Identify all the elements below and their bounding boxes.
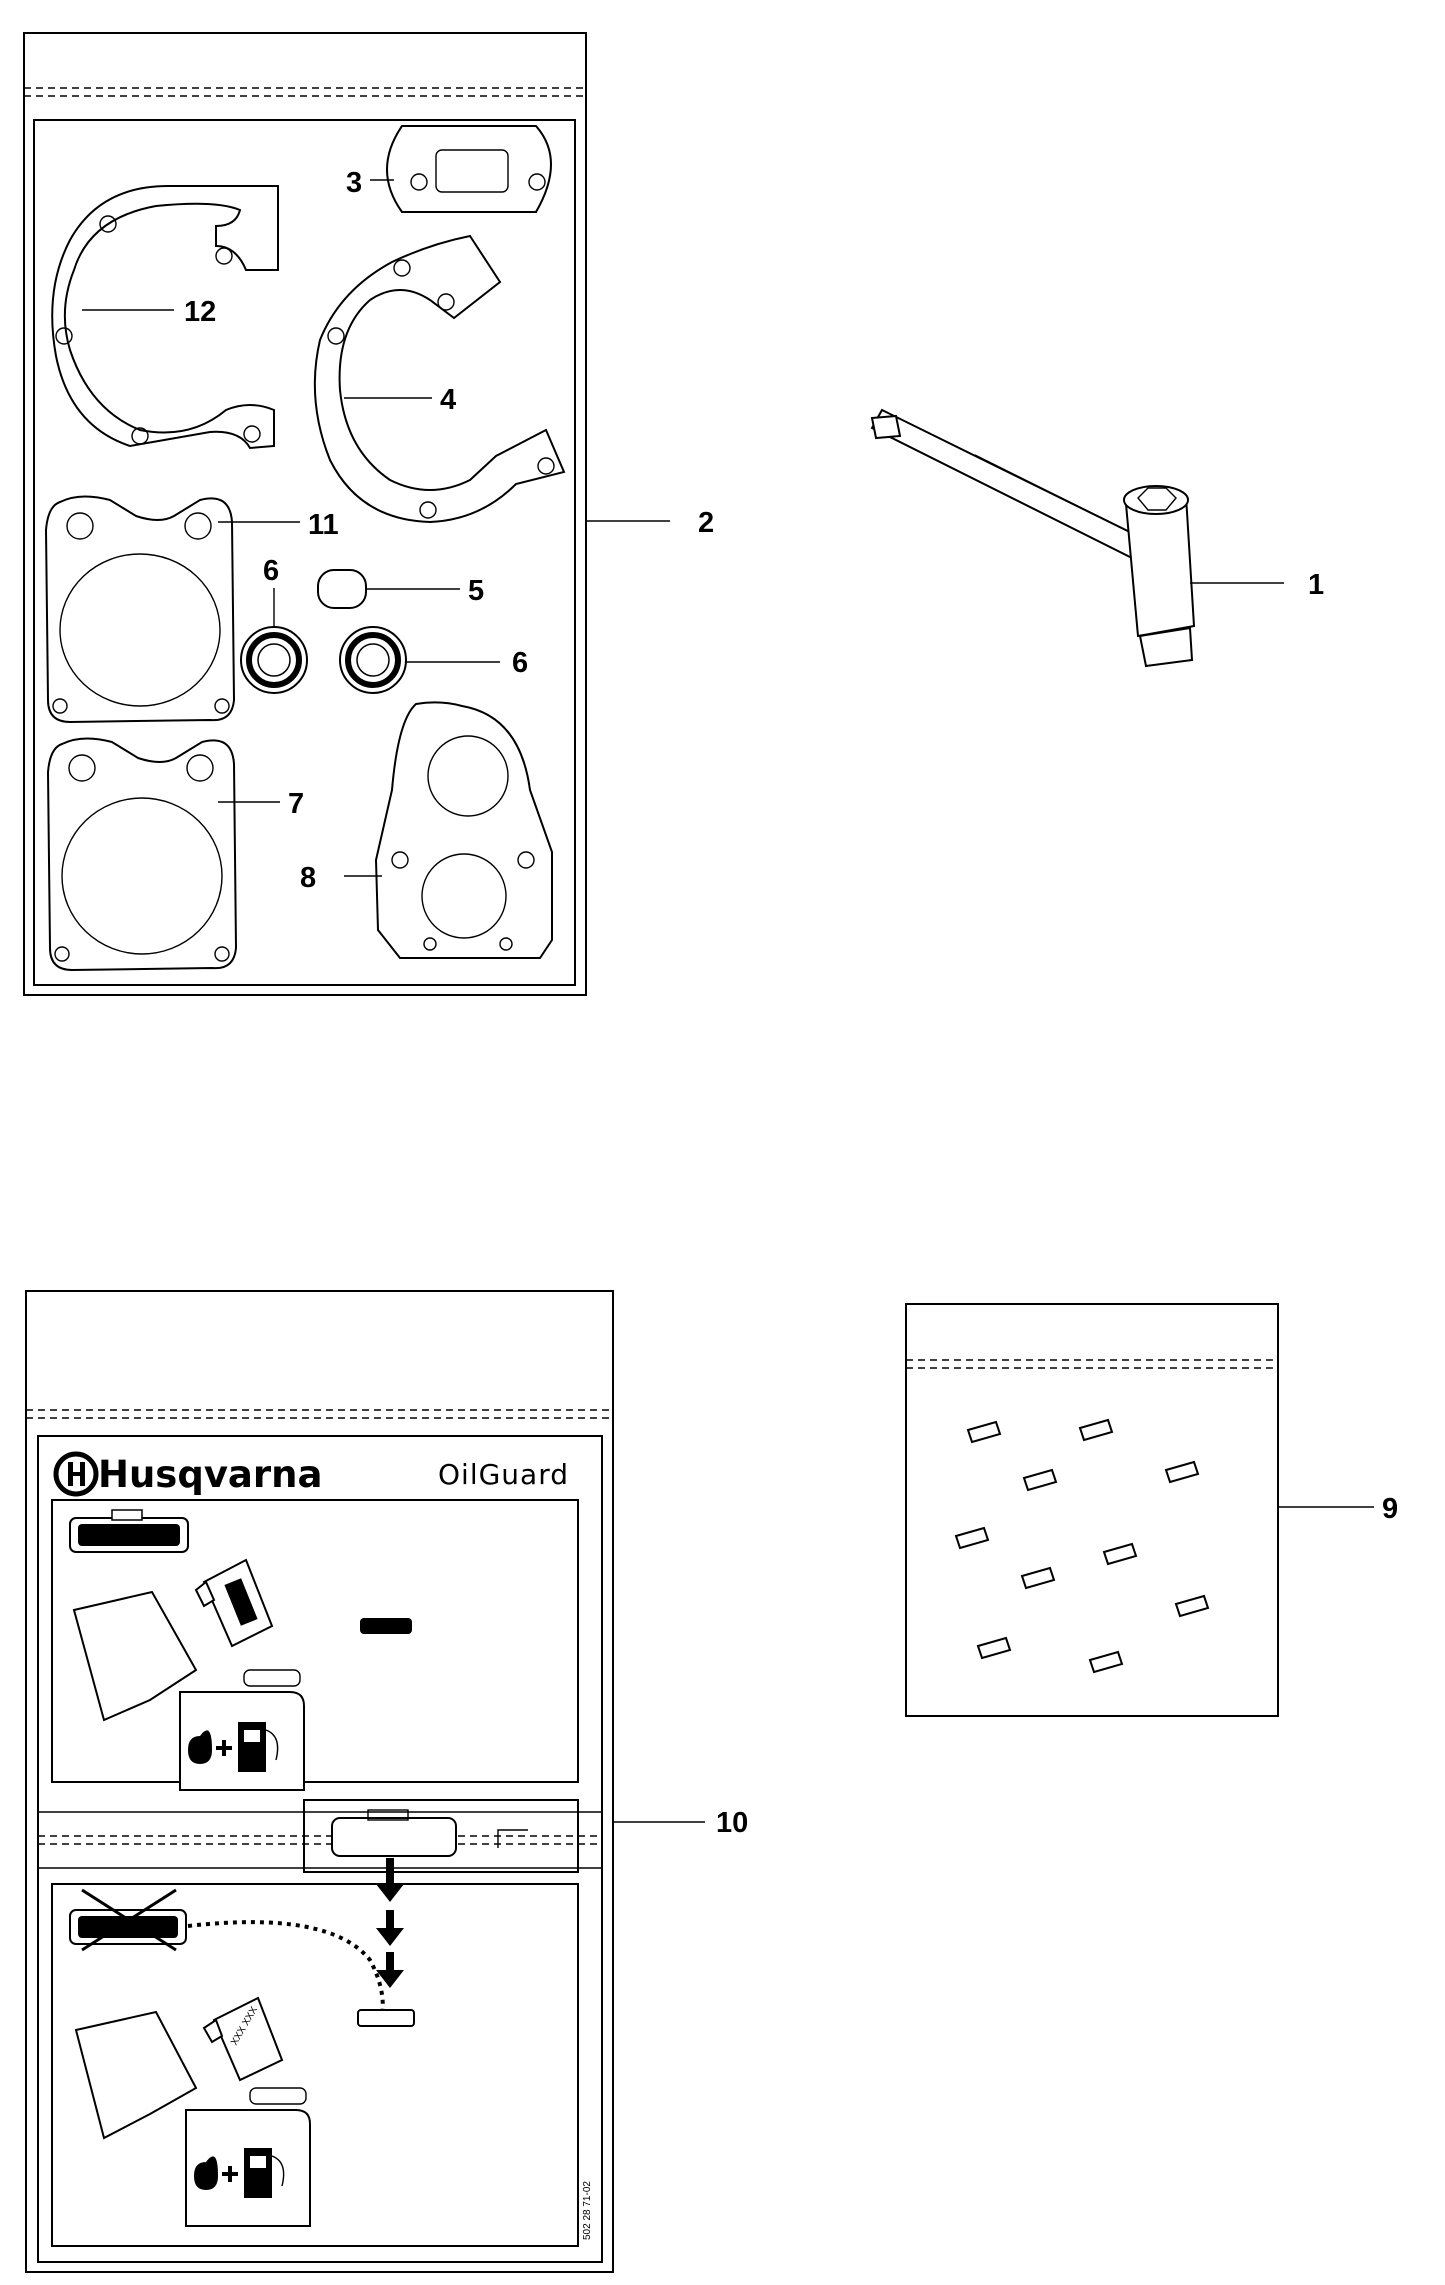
oilguard-badge <box>69 1509 189 1553</box>
callout-4: 4 <box>440 384 456 416</box>
funnel-icon <box>72 1590 198 1722</box>
cylinder-gasket-lower <box>46 737 238 972</box>
product-name: OilGuard <box>438 1458 569 1491</box>
crossed-oilguard-badge <box>69 1888 187 1952</box>
crankcase-gasket-right <box>313 234 566 524</box>
brand-name: Husqvarna <box>98 1453 322 1496</box>
callout-8: 8 <box>300 862 316 894</box>
oil-bottle-icon <box>194 1558 274 1648</box>
fuel-pump-icon <box>238 1722 279 1772</box>
oil-seal-left <box>240 626 308 694</box>
seal-ring-5 <box>317 569 367 609</box>
oil-bottle-icon-2: XXX XXX <box>202 1996 284 2082</box>
intake-gasket <box>374 701 553 959</box>
callout-7: 7 <box>288 788 304 820</box>
oil-drop-icon <box>188 1730 212 1764</box>
screw-bag <box>905 1303 1279 1717</box>
crankcase-gasket-left <box>51 185 279 450</box>
callout-2: 2 <box>698 507 714 539</box>
callout-12: 12 <box>184 296 216 328</box>
husqvarna-crown-logo <box>53 1451 99 1497</box>
callout-1: 1 <box>1308 569 1324 601</box>
fuel-can-icon <box>179 1669 305 1791</box>
funnel-icon-2 <box>74 2010 198 2140</box>
callout-9: 9 <box>1382 1493 1398 1525</box>
fuel-can-icon-2 <box>185 2087 311 2227</box>
callout-6a: 6 <box>263 555 279 587</box>
callout-11: 11 <box>308 509 339 541</box>
spark-plug-wrench-icon <box>870 408 1196 668</box>
oilguard-leaflet-bag: Husqvarna OilGuard <box>25 1290 614 2273</box>
screw-icon <box>954 1418 1210 1674</box>
down-arrow-stack <box>376 1858 404 1988</box>
callout-3: 3 <box>346 167 362 199</box>
leaflet-part-number: 502 28 71-02 <box>582 2181 593 2240</box>
callout-10: 10 <box>716 1807 748 1839</box>
gasket-kit-bag <box>23 32 587 996</box>
oilguard-small-badge <box>360 1618 412 1634</box>
callout-5: 5 <box>468 575 484 607</box>
oil-seal-right <box>339 626 407 694</box>
muffler-gasket <box>386 125 552 213</box>
cylinder-gasket-upper <box>44 495 236 724</box>
callout-6b: 6 <box>512 647 528 679</box>
